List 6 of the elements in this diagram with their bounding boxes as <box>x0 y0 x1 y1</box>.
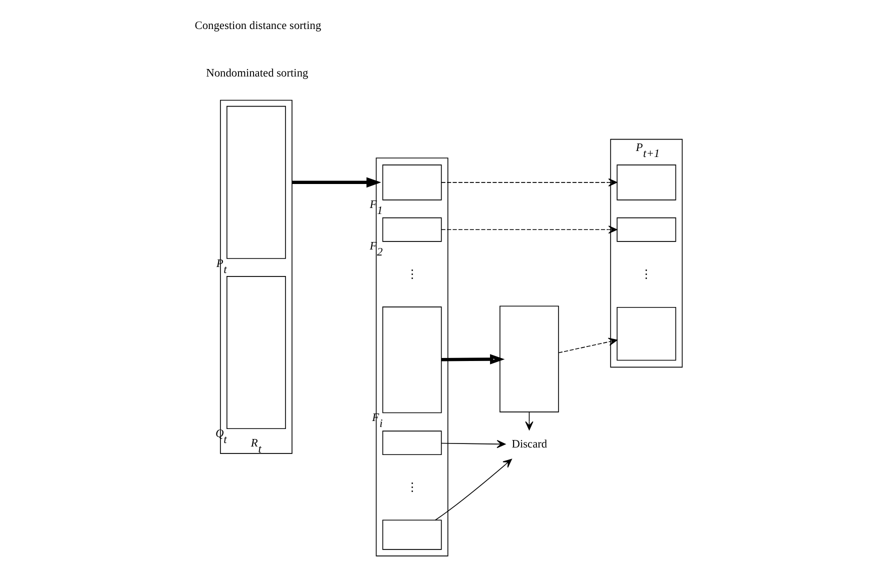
label: ⋮ <box>406 268 417 280</box>
label: Congestion distance sorting <box>194 20 321 32</box>
node-text: Discard <box>511 438 547 450</box>
label: Nondominated sorting <box>206 67 308 80</box>
label: ⋮ <box>406 482 417 494</box>
label: ⋮ <box>640 268 652 280</box>
